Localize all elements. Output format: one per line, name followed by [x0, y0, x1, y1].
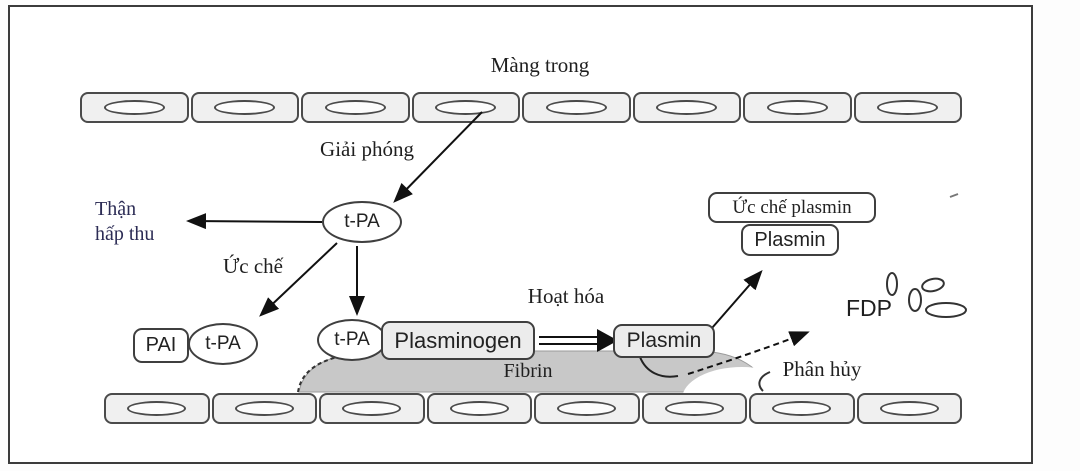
endothelial-cell [190, 92, 299, 123]
release-label: Giải phóng [320, 137, 414, 161]
cell-nucleus-ellipse [877, 100, 939, 115]
endothelial-cell [301, 92, 410, 123]
cell-nucleus-ellipse [435, 100, 497, 115]
plasmin-captured-node: Plasmin [741, 224, 839, 256]
cell-nucleus-ellipse [127, 401, 187, 416]
cell-nucleus-ellipse [449, 401, 509, 416]
membrane-title: Màng trong [490, 53, 590, 77]
decompose-label: Phân hủy [782, 357, 862, 381]
endothelial-cell [80, 92, 189, 123]
plasminogen-node: Plasminogen [381, 321, 535, 360]
cell-nucleus-ellipse [324, 100, 386, 115]
tpa-bound-node: t-PA [317, 319, 387, 361]
plasmin-active-node: Plasmin [613, 324, 715, 358]
endothelial-cell [853, 92, 962, 123]
endothelial-cell [749, 393, 855, 424]
cell-nucleus-ellipse [879, 401, 939, 416]
endothelial-cell [743, 92, 852, 123]
cell-nucleus-ellipse [664, 401, 724, 416]
kidney-uptake-label: Thận hấp thu [95, 198, 155, 245]
endothelial-cell [522, 92, 631, 123]
tpa-free-node: t-PA [322, 201, 402, 243]
endothelium-bottom-row [104, 393, 962, 424]
cell-nucleus-ellipse [103, 100, 165, 115]
endothelial-cell [411, 92, 520, 123]
endothelial-cell [319, 393, 425, 424]
cell-nucleus-ellipse [342, 401, 402, 416]
endothelial-cell [104, 393, 210, 424]
cell-nucleus-ellipse [214, 100, 276, 115]
endothelial-cell [632, 92, 741, 123]
fibrin-left-edge-dashed [297, 350, 371, 393]
cell-nucleus-ellipse [766, 100, 828, 115]
endothelial-cell [211, 393, 317, 424]
plasmin-inhibitor-node: Ức chế plasmin [708, 192, 876, 223]
endothelial-cell [534, 393, 640, 424]
pai-node: PAI [133, 328, 189, 363]
cell-nucleus-ellipse [772, 401, 832, 416]
activation-label: Hoạt hóa [527, 284, 605, 308]
cell-nucleus-ellipse [234, 401, 294, 416]
tpa-pai-complex-node: t-PA [188, 323, 258, 365]
endothelial-cell [426, 393, 532, 424]
fdp-label: FDP [846, 295, 892, 321]
endothelial-cell [856, 393, 962, 424]
endothelial-cell [641, 393, 747, 424]
cell-nucleus-ellipse [557, 401, 617, 416]
cell-nucleus-ellipse [656, 100, 718, 115]
inhibit-label: Ức chế [222, 254, 283, 278]
fibrin-label: Fibrin [503, 360, 553, 382]
cell-nucleus-ellipse [545, 100, 607, 115]
endothelium-top-row [80, 92, 962, 123]
